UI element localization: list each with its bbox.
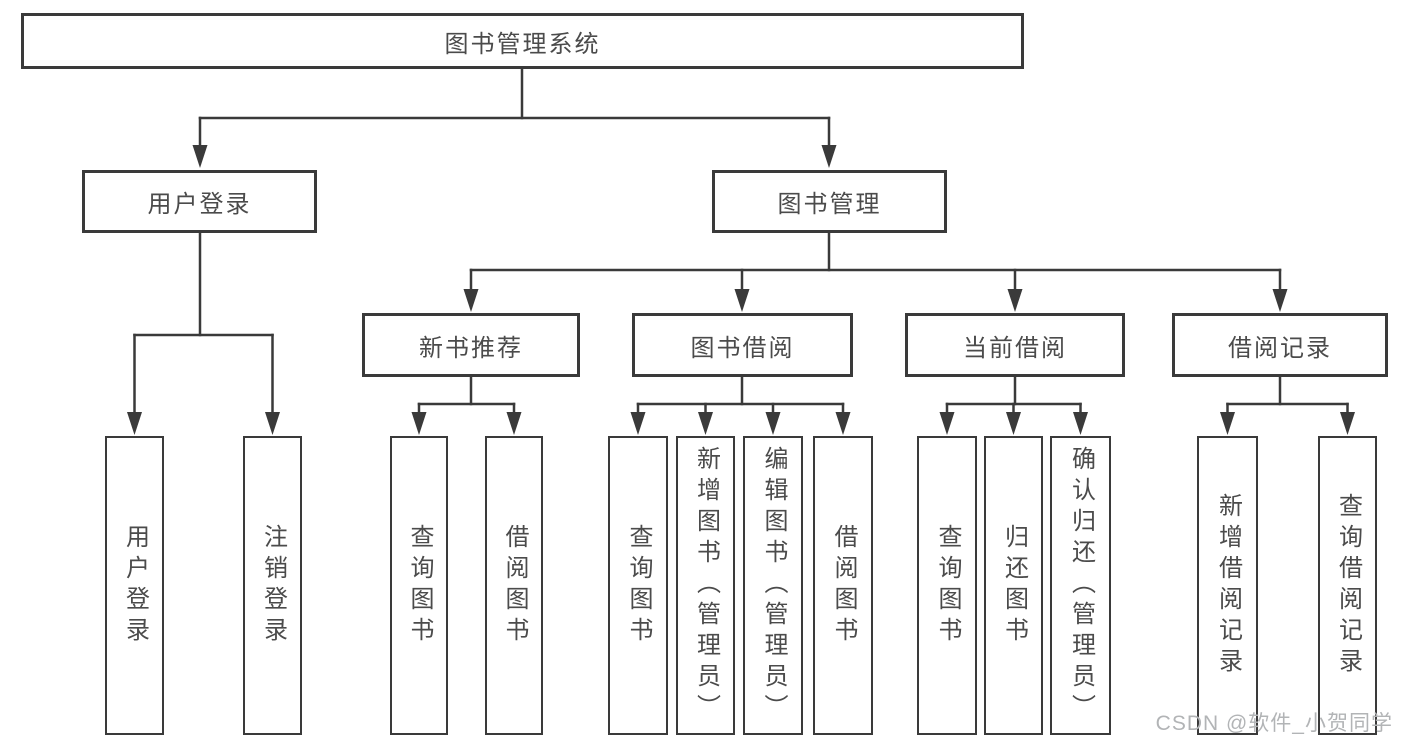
leaf-label: 编辑图书（管理员） — [760, 446, 787, 725]
leaf-label: 确认归还（管理员） — [1067, 446, 1095, 725]
csdn-watermark: CSDN @软件_小贺同学 — [1155, 712, 1393, 735]
leaf-nb-borrow-books: 借阅图书 — [485, 436, 543, 735]
node-root-system: 图书管理系统 — [21, 13, 1024, 69]
leaf-label: 查询图书 — [406, 523, 433, 648]
connector-book-borrow-children — [630, 375, 851, 435]
connector-borrow-record-children — [1220, 375, 1355, 435]
node-borrow-records: 借阅记录 — [1172, 313, 1388, 377]
leaf-label: 查询图书 — [934, 523, 961, 648]
leaf-label: 新增图书（管理员） — [692, 446, 720, 725]
leaf-user-login: 用户登录 — [105, 436, 164, 735]
leaf-br-add-record: 新增借阅记录 — [1197, 436, 1258, 735]
connector-current-borrow-children — [939, 375, 1088, 435]
leaf-bb-borrow-books: 借阅图书 — [813, 436, 873, 735]
leaf-cb-confirm-return-admin: 确认归还（管理员） — [1050, 436, 1111, 735]
leaf-label: 查询借阅记录 — [1334, 492, 1362, 679]
leaf-logout: 注销登录 — [243, 436, 302, 735]
connector-root-to-level2 — [192, 67, 837, 168]
leaf-br-query-record: 查询借阅记录 — [1318, 436, 1377, 735]
node-book-management: 图书管理 — [712, 170, 947, 233]
leaf-cb-query-books: 查询图书 — [917, 436, 977, 735]
node-current-borrowing: 当前借阅 — [905, 313, 1125, 377]
leaf-label: 归还图书 — [1000, 523, 1028, 648]
leaf-label: 借阅图书 — [501, 523, 528, 648]
leaf-nb-query-books: 查询图书 — [390, 436, 448, 735]
leaf-label: 注销登录 — [259, 523, 287, 648]
leaf-label: 查询图书 — [625, 523, 652, 648]
connector-new-book-rec-children — [411, 375, 522, 435]
node-book-borrowing: 图书借阅 — [632, 313, 853, 377]
leaf-label: 借阅图书 — [830, 523, 857, 648]
node-new-book-recommend: 新书推荐 — [362, 313, 580, 377]
leaf-bb-query-books: 查询图书 — [608, 436, 668, 735]
leaf-bb-edit-books-admin: 编辑图书（管理员） — [743, 436, 803, 735]
leaf-cb-return-books: 归还图书 — [984, 436, 1043, 735]
node-user-login: 用户登录 — [82, 170, 317, 233]
connector-book-mgmt-children — [463, 231, 1288, 312]
leaf-bb-add-books-admin: 新增图书（管理员） — [676, 436, 735, 735]
leaf-label: 用户登录 — [121, 523, 149, 648]
leaf-label: 新增借阅记录 — [1214, 492, 1242, 679]
connector-user-login-children — [127, 231, 280, 435]
